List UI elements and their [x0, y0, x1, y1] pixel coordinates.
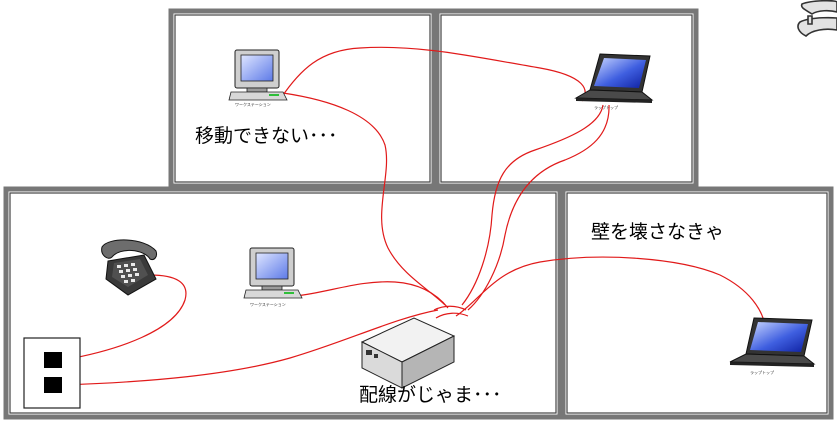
cable-ws1-to-laptop1	[280, 46, 586, 102]
workstation-label-2: ワークステーション	[250, 301, 286, 307]
caption-must-break-wall: 壁を壊さなきゃ	[591, 221, 725, 243]
cable-jack-to-hub	[62, 309, 439, 386]
telephone-icon	[101, 239, 157, 296]
pipe-figure-icon	[797, 0, 837, 37]
caption-cables-in-way: 配線がじゃま･･･	[359, 384, 502, 406]
laptop-icon: ラップトップ	[729, 317, 816, 375]
cable-ws2-to-hub	[295, 281, 449, 309]
wall-jack-icon	[23, 337, 81, 409]
caption-cannot-move: 移動できない･･･	[195, 125, 338, 147]
room-top-right	[434, 8, 699, 189]
cable-hub-to-laptop3	[455, 256, 766, 326]
workstation-label-1: ワークステーション	[235, 101, 271, 107]
cable-ws1-to-hub	[282, 92, 446, 306]
room-bottom-left	[3, 186, 563, 420]
cable-laptop1-to-hub-a	[461, 104, 604, 306]
workstation-icon: ワークステーション	[243, 247, 303, 307]
room-bottom-right	[560, 186, 834, 420]
room-top-left	[168, 8, 437, 189]
laptop-label-3: ラップトップ	[750, 369, 774, 375]
network-hub-icon	[360, 317, 456, 389]
laptop-icon: ラップトップ	[574, 53, 654, 110]
cables	[62, 46, 766, 386]
cable-laptop1-to-hub-b	[467, 104, 610, 311]
cable-phone-to-jack	[62, 274, 187, 361]
workstation-icon: ワークステーション	[228, 49, 288, 107]
laptop-label-1: ラップトップ	[594, 104, 618, 110]
